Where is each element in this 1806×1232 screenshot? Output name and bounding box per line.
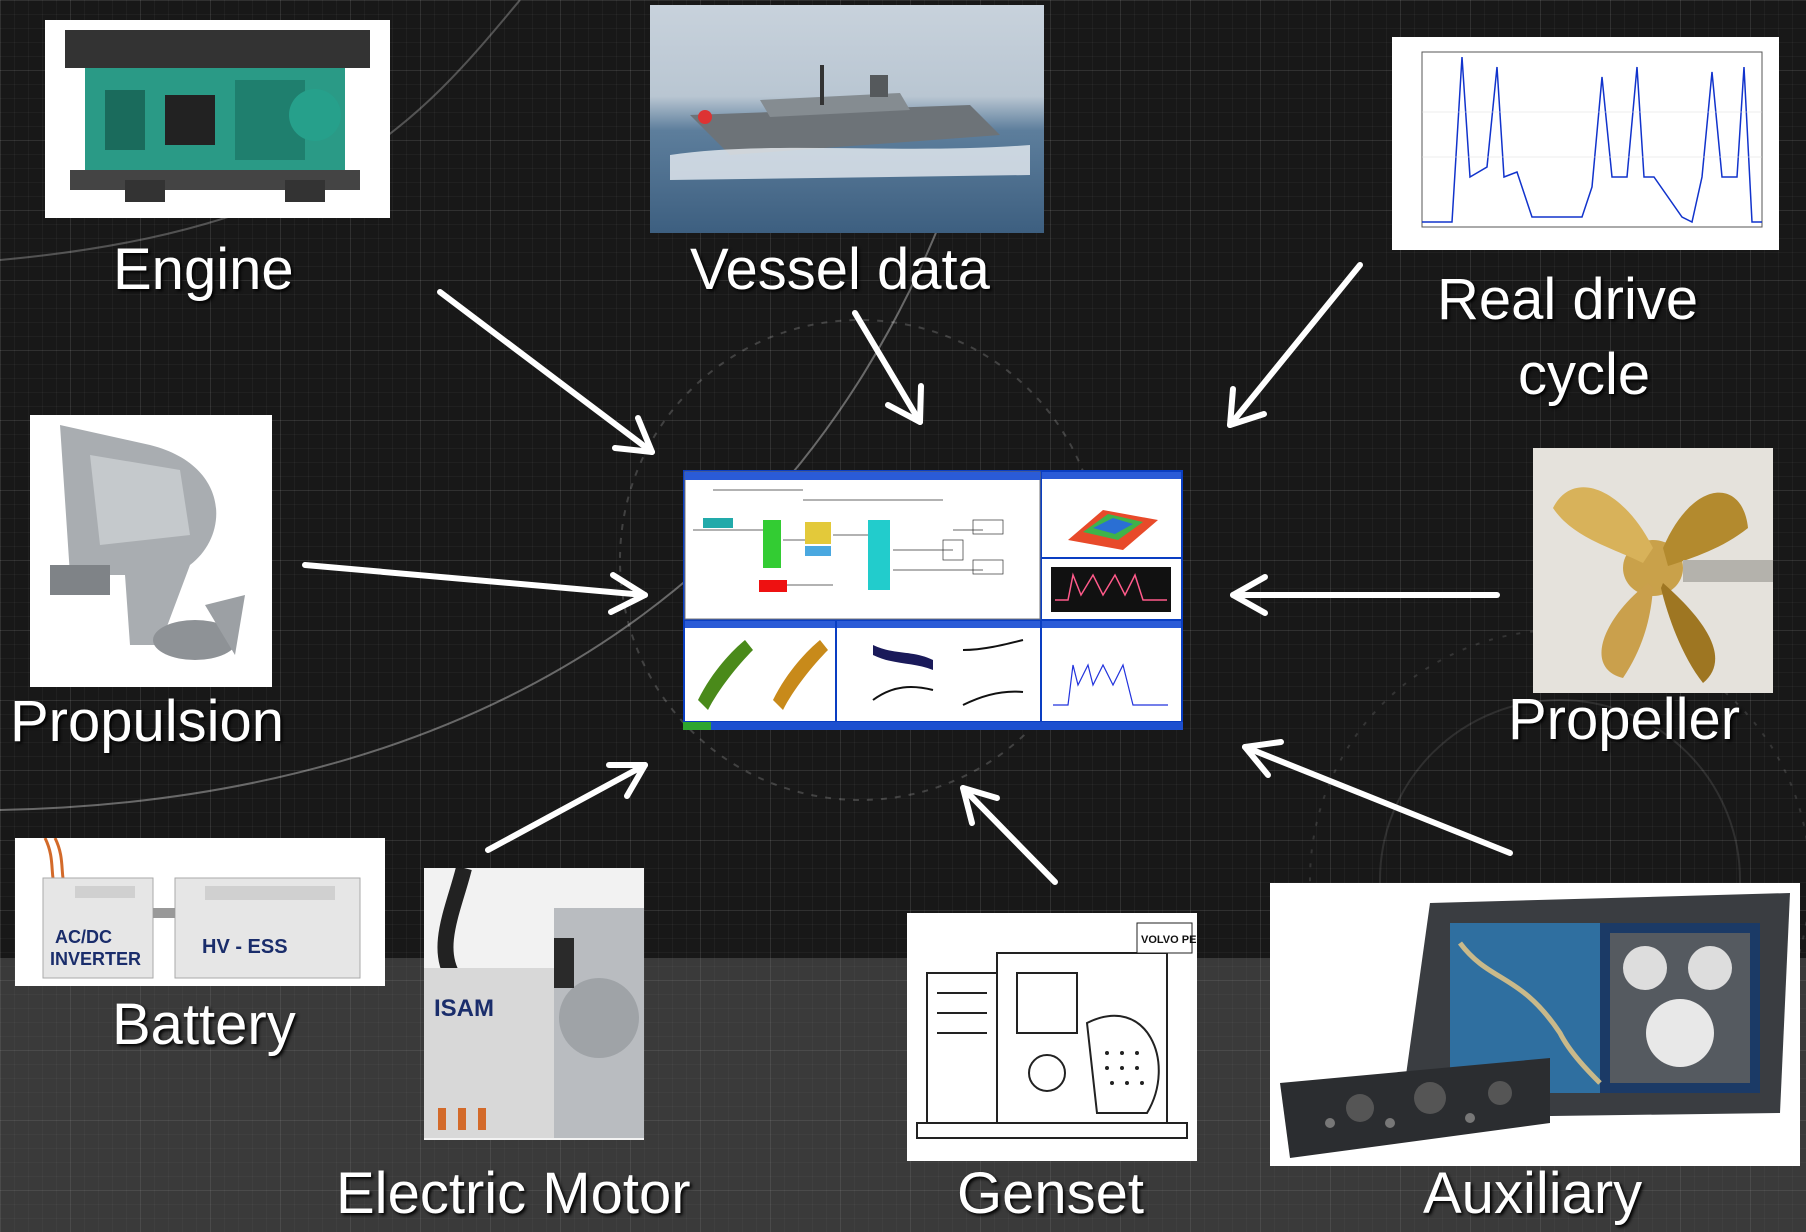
engine-label: Engine bbox=[113, 237, 294, 302]
drive-cycle-label-line2: cycle bbox=[1518, 342, 1651, 407]
electric-motor-label: Electric Motor bbox=[336, 1161, 691, 1226]
arrowhead-vessel bbox=[885, 383, 924, 425]
propulsion-image bbox=[30, 415, 272, 687]
arrow-electric-motor bbox=[485, 762, 648, 853]
electric-motor-image: ISAM bbox=[424, 868, 644, 1140]
arrow-drive-cycle bbox=[1227, 262, 1363, 428]
genset-label: Genset bbox=[957, 1161, 1144, 1226]
auxiliary-image bbox=[1270, 883, 1800, 1166]
arrow-genset bbox=[960, 785, 1058, 885]
propeller-image bbox=[1533, 448, 1773, 693]
arrowhead-drive-cycle bbox=[1227, 386, 1267, 428]
propulsion-label: Propulsion bbox=[10, 689, 285, 754]
arrowhead-propeller bbox=[1230, 574, 1268, 616]
simulation-screenshot bbox=[683, 470, 1183, 730]
battery-ess-text: HV - ESS bbox=[202, 936, 288, 958]
arrow-propulsion bbox=[302, 562, 648, 598]
arrowhead-propulsion bbox=[608, 572, 648, 615]
motor-isam-text: ISAM bbox=[434, 995, 494, 1022]
arrow-engine bbox=[437, 289, 655, 455]
arrowhead-engine bbox=[612, 415, 655, 455]
drive-cycle-plot-image bbox=[1392, 37, 1779, 250]
drive-cycle-label-line1: Real drive bbox=[1437, 267, 1699, 332]
arrowhead-auxiliary bbox=[1242, 739, 1284, 778]
vessel-label: Vessel data bbox=[690, 237, 990, 302]
battery-inverter-text-line2: INVERTER bbox=[50, 949, 141, 969]
arrow-auxiliary bbox=[1242, 744, 1513, 856]
arrowhead-electric-motor bbox=[606, 762, 648, 799]
engine-image bbox=[45, 20, 390, 218]
arrow-vessel bbox=[852, 310, 923, 425]
propeller-label: Propeller bbox=[1508, 687, 1741, 752]
vessel-image bbox=[650, 5, 1044, 233]
battery-inverter-text-line1: AC/DC bbox=[55, 927, 112, 947]
arrowhead-genset bbox=[960, 785, 1000, 826]
genset-image: VOLVO PENTA bbox=[907, 913, 1197, 1161]
auxiliary-label: Auxiliary bbox=[1423, 1161, 1643, 1226]
battery-label: Battery bbox=[112, 992, 296, 1057]
genset-brand-text: VOLVO PENTA bbox=[1141, 934, 1197, 946]
battery-image: AC/DC INVERTER HV - ESS bbox=[15, 838, 385, 986]
